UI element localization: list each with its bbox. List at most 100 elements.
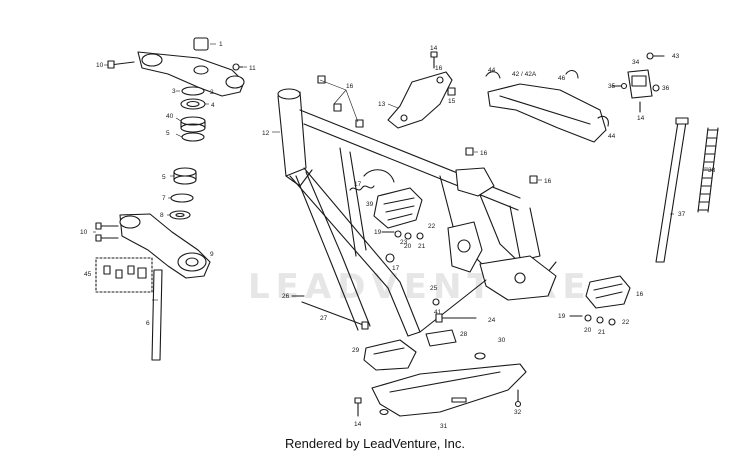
callout-35: 35: [608, 83, 616, 90]
callout-16-bracket: 16: [435, 65, 443, 72]
bolt-35[interactable]: [611, 82, 628, 90]
callout-16-upper: 16: [346, 83, 354, 90]
callout-5-lower: 5: [162, 174, 166, 181]
callout-16-right: 16: [544, 178, 552, 185]
nut-15[interactable]: [447, 87, 456, 96]
callout-13: 13: [378, 101, 386, 108]
main-frame[interactable]: [277, 88, 557, 337]
callout-14-right: 14: [637, 115, 645, 122]
bearing-dust-seal[interactable]: [181, 86, 205, 96]
callout-20-left: 20: [404, 243, 412, 250]
lower-dust-seal[interactable]: [169, 210, 191, 220]
cage-nuts-16-upper[interactable]: [317, 75, 364, 128]
callout-22-right: 22: [622, 319, 630, 326]
callout-10-lower: 10: [80, 229, 88, 236]
callout-23: 23: [400, 239, 408, 246]
bearing-seat-upper[interactable]: [181, 132, 205, 142]
steering-stem-shaft[interactable]: [151, 269, 163, 361]
shock-rod-37[interactable]: [655, 117, 689, 263]
skid-plate-31[interactable]: [371, 363, 527, 417]
callout-16-mid: 16: [480, 150, 488, 157]
callout-16-footpeg: 16: [636, 291, 644, 298]
bolt-32[interactable]: [514, 389, 522, 408]
callout-34: 34: [632, 59, 640, 66]
callout-labels: 1 2 3 4 5 5 6 7 8 9 10 10 11 12 13 14 14…: [80, 41, 716, 430]
callout-37: 37: [678, 211, 686, 218]
lower-triple-clamp[interactable]: [119, 213, 211, 279]
handlebar-bolt-upper[interactable]: [107, 60, 135, 69]
bolt-43[interactable]: [646, 52, 665, 60]
callout-11: 11: [249, 65, 256, 72]
callout-31: 31: [440, 423, 448, 430]
leader-lines: [93, 43, 708, 301]
callout-15: 15: [448, 98, 456, 105]
callout-17-top: 17: [354, 181, 362, 188]
shock-spring-38[interactable]: [697, 127, 719, 213]
callout-19-left: 19: [374, 229, 382, 236]
callout-25: 25: [430, 285, 438, 292]
callout-45: 45: [84, 271, 92, 278]
cage-nut-16-right[interactable]: [529, 175, 538, 184]
nut-36[interactable]: [652, 84, 660, 92]
spring-17-bottom[interactable]: [385, 253, 395, 263]
long-bolt-27[interactable]: [301, 301, 369, 330]
callout-20-right: 20: [584, 327, 592, 334]
callout-14-bottom: 14: [354, 421, 362, 428]
handlebar-bolts-lower[interactable]: [95, 222, 119, 242]
callout-8: 8: [160, 212, 164, 219]
bearing-lower[interactable]: [173, 167, 197, 185]
footpeg-right-18[interactable]: [585, 275, 631, 309]
footpeg-pin-set-right[interactable]: [569, 314, 616, 326]
footer-credit: Rendered by LeadVenture, Inc.: [285, 436, 465, 451]
callout-28: 28: [460, 331, 468, 338]
callout-26: 26: [282, 293, 290, 300]
rubber-mount-28[interactable]: [425, 329, 457, 347]
ignition-unit-34[interactable]: [627, 69, 653, 99]
bolt-14-top[interactable]: [430, 51, 438, 69]
callout-42-42a: 42 / 42A: [512, 71, 537, 78]
bearing-upper[interactable]: [180, 116, 206, 133]
footpeg-left-39[interactable]: [363, 169, 423, 229]
callout-10-upper: 10: [96, 62, 104, 69]
callout-17-bottom: 17: [392, 265, 400, 272]
clip-46[interactable]: [565, 69, 579, 79]
clamp-bolt-right[interactable]: [232, 63, 244, 71]
nut-41[interactable]: [432, 298, 440, 306]
footpeg-pin-set-left[interactable]: [381, 230, 424, 240]
callout-12: 12: [262, 130, 270, 137]
callout-1: 1: [219, 41, 223, 48]
washer-30[interactable]: [474, 352, 486, 360]
clip-44-left[interactable]: [485, 71, 501, 79]
callout-36: 36: [662, 85, 670, 92]
callout-39: 39: [366, 201, 374, 208]
fastener-kit-45[interactable]: [95, 257, 153, 293]
callout-2: 2: [210, 89, 214, 96]
clip-44-right[interactable]: [597, 115, 609, 127]
upper-triple-clamp[interactable]: [137, 51, 245, 97]
callout-27: 27: [320, 315, 328, 322]
spring-17-top[interactable]: [349, 185, 375, 191]
rear-fender-42[interactable]: [487, 83, 607, 143]
callout-6: 6: [146, 320, 150, 327]
callout-9: 9: [210, 251, 214, 258]
callout-19-right: 19: [558, 313, 566, 320]
callout-40: 40: [166, 113, 174, 120]
washer-33[interactable]: [379, 408, 389, 416]
callout-32: 32: [514, 409, 522, 416]
skid-bracket-29[interactable]: [363, 339, 417, 371]
callout-4: 4: [211, 102, 215, 109]
callout-43: 43: [672, 53, 680, 60]
steering-stem-nut[interactable]: [193, 37, 209, 51]
mounting-bracket-13[interactable]: [387, 71, 453, 129]
callout-38: 38: [708, 167, 716, 174]
bolt-24[interactable]: [435, 313, 477, 323]
cage-nut-16-mid[interactable]: [465, 147, 474, 156]
callout-29: 29: [352, 347, 360, 354]
callout-24: 24: [488, 317, 496, 324]
bolt-14-bottom[interactable]: [354, 397, 362, 417]
callout-5-upper: 5: [166, 130, 170, 137]
bearing-race-lower[interactable]: [170, 193, 194, 203]
bearing-race-upper[interactable]: [180, 98, 206, 110]
